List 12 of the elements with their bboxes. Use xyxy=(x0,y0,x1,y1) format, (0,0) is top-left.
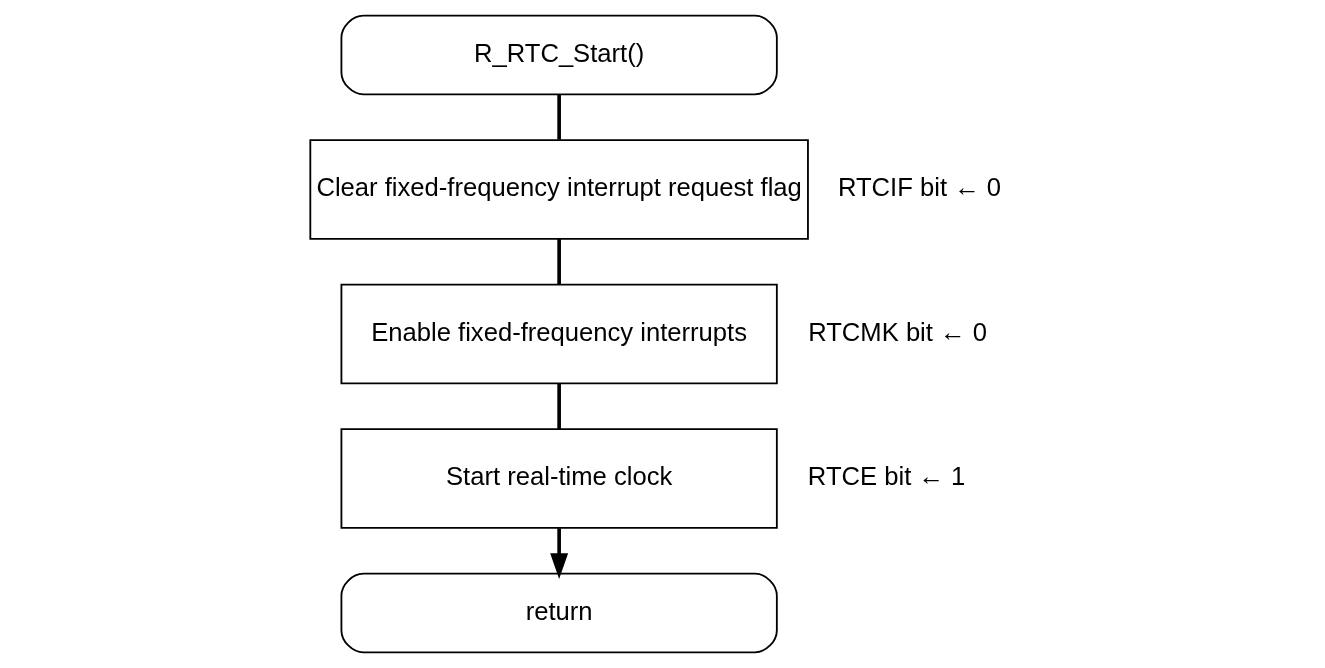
node-box: return xyxy=(340,572,778,654)
node-box: Start real-time clock xyxy=(340,428,778,529)
arrow xyxy=(550,528,569,579)
connector xyxy=(557,94,561,140)
node-box: R_RTC_Start() xyxy=(340,14,778,96)
node-box: Enable fixed-frequency interrupts xyxy=(340,283,778,385)
node-label: RTCE bit ← 1 xyxy=(807,462,966,491)
connector xyxy=(557,383,561,430)
node-box: Clear fixed-frequency interrupt request flag xyxy=(309,139,809,240)
node-label: RTCMK bit ← 0 xyxy=(808,317,988,346)
connector xyxy=(557,239,561,285)
node-label: RTCIF bit ← 0 xyxy=(837,173,1002,202)
